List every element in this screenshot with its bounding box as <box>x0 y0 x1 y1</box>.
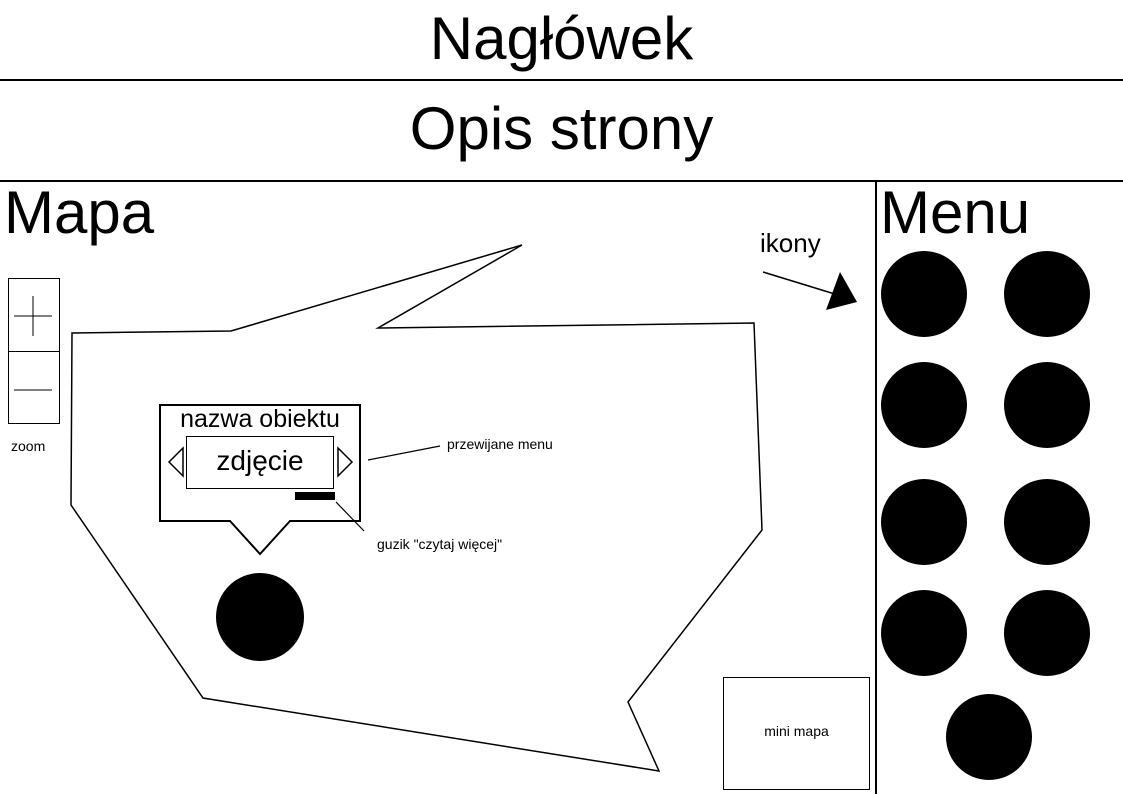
zoom-divider <box>8 351 60 352</box>
map-marker-icon[interactable] <box>216 573 304 661</box>
zoom-out-button[interactable] <box>8 352 60 425</box>
menu-icon-6[interactable] <box>1004 479 1090 565</box>
menu-icon-2[interactable] <box>1004 251 1090 337</box>
menu-icon-9[interactable] <box>946 694 1032 780</box>
map-section-label: Mapa <box>4 179 155 246</box>
mini-map-label: mini mapa <box>764 723 829 739</box>
annotation-icons: ikony <box>760 228 821 258</box>
menu-icon-1[interactable] <box>881 251 967 337</box>
popup-next-arrow-icon[interactable] <box>337 446 354 478</box>
annotation-scroll-menu: przewijane menu <box>447 436 553 452</box>
icons-arrow-head-icon <box>826 272 857 310</box>
popup-frame <box>159 404 361 556</box>
page-title: Nagłówek <box>429 5 694 72</box>
mini-map[interactable]: mini mapa <box>723 677 870 790</box>
menu-icon-7[interactable] <box>881 590 967 676</box>
zoom-in-button[interactable] <box>8 278 60 351</box>
menu-divider <box>875 180 877 794</box>
menu-icon-8[interactable] <box>1004 590 1090 676</box>
menu-icon-3[interactable] <box>881 362 967 448</box>
popup-photo: zdjęcie <box>186 436 334 489</box>
icons-arrow-line <box>762 271 839 296</box>
header-divider <box>0 79 1123 81</box>
map-area-outline[interactable] <box>70 244 763 772</box>
menu-section-label: Menu <box>880 179 1031 246</box>
scroll-menu-leader-line <box>367 445 441 461</box>
menu-icon-4[interactable] <box>1004 362 1090 448</box>
menu-icon-5[interactable] <box>881 479 967 565</box>
popup-object-name: nazwa obiektu <box>180 405 340 433</box>
description-divider <box>0 180 1123 182</box>
annotation-read-more: guzik "czytaj więcej" <box>377 536 503 552</box>
page-description: Opis strony <box>409 95 714 162</box>
popup-prev-arrow-icon[interactable] <box>167 446 184 478</box>
read-more-button[interactable] <box>295 492 335 500</box>
read-more-leader-line <box>335 501 365 532</box>
zoom-label: zoom <box>11 438 46 454</box>
